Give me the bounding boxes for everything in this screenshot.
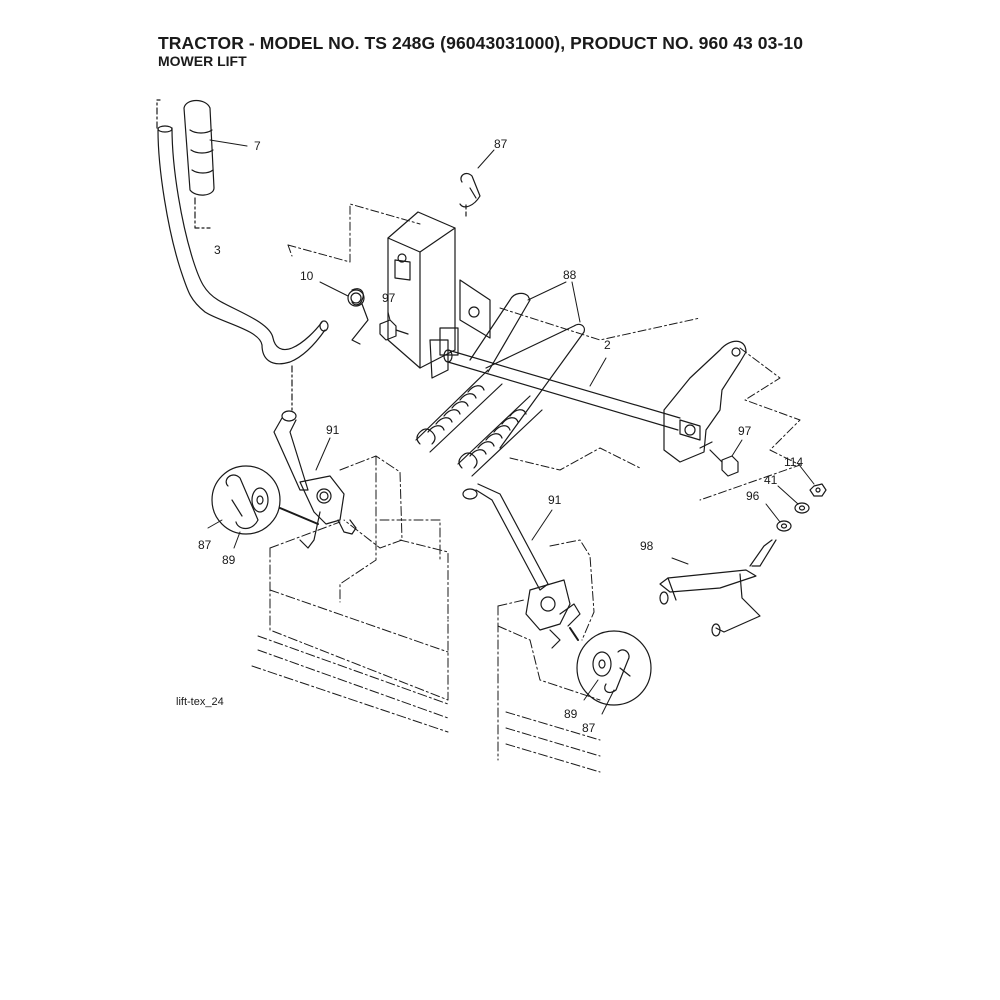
callout-96: 96	[746, 489, 760, 503]
callout-91-left: 91	[326, 423, 340, 437]
callout-97-left: 97	[382, 291, 396, 305]
lift-rod-part-88	[469, 281, 585, 449]
torsion-spring-part-10	[319, 281, 369, 345]
callout-98: 98	[640, 539, 654, 553]
callout-2: 2	[604, 338, 611, 352]
washer-part-41	[777, 485, 810, 514]
washer-part-96	[765, 503, 792, 532]
detail-circle-right	[569, 627, 652, 715]
nut-part-114	[799, 465, 827, 497]
lift-lever-part-3	[156, 99, 329, 411]
page-title: TRACTOR - MODEL NO. TS 248G (96043031000…	[158, 33, 804, 53]
lift-shaft-part-2	[443, 349, 681, 431]
callout-89-left: 89	[222, 553, 236, 567]
lift-arm-right	[663, 340, 747, 463]
mounting-bracket	[387, 211, 491, 379]
bolt-right-part-97	[709, 439, 743, 477]
bracket-part-98	[659, 539, 777, 637]
callout-87-right: 87	[582, 721, 596, 735]
callout-97-right: 97	[738, 424, 752, 438]
bolt-left-part-97	[379, 311, 409, 341]
callout-88: 88	[563, 268, 577, 282]
grip-part-7	[183, 99, 248, 229]
callout-41: 41	[764, 473, 778, 487]
callout-91-right: 91	[548, 493, 562, 507]
lift-link-left-part-91	[273, 410, 357, 549]
frame-outline	[287, 203, 801, 501]
callout-3: 3	[214, 243, 221, 257]
callout-7: 7	[254, 139, 261, 153]
callout-87-left: 87	[198, 538, 212, 552]
callout-89-right: 89	[564, 707, 578, 721]
lift-springs	[415, 369, 543, 477]
lift-link-right-part-91	[462, 483, 581, 649]
page-subtitle: MOWER LIFT	[158, 53, 247, 69]
hairpin-clip-top-part-87	[459, 149, 495, 219]
figure-id: lift-tex_24	[176, 696, 224, 708]
callout-10: 10	[300, 269, 314, 283]
callout-114: 114	[784, 455, 803, 469]
callout-87-top: 87	[494, 137, 508, 151]
deck-mount-right	[497, 539, 601, 773]
detail-circle-left	[207, 465, 319, 549]
deck-mount-left	[251, 455, 449, 733]
